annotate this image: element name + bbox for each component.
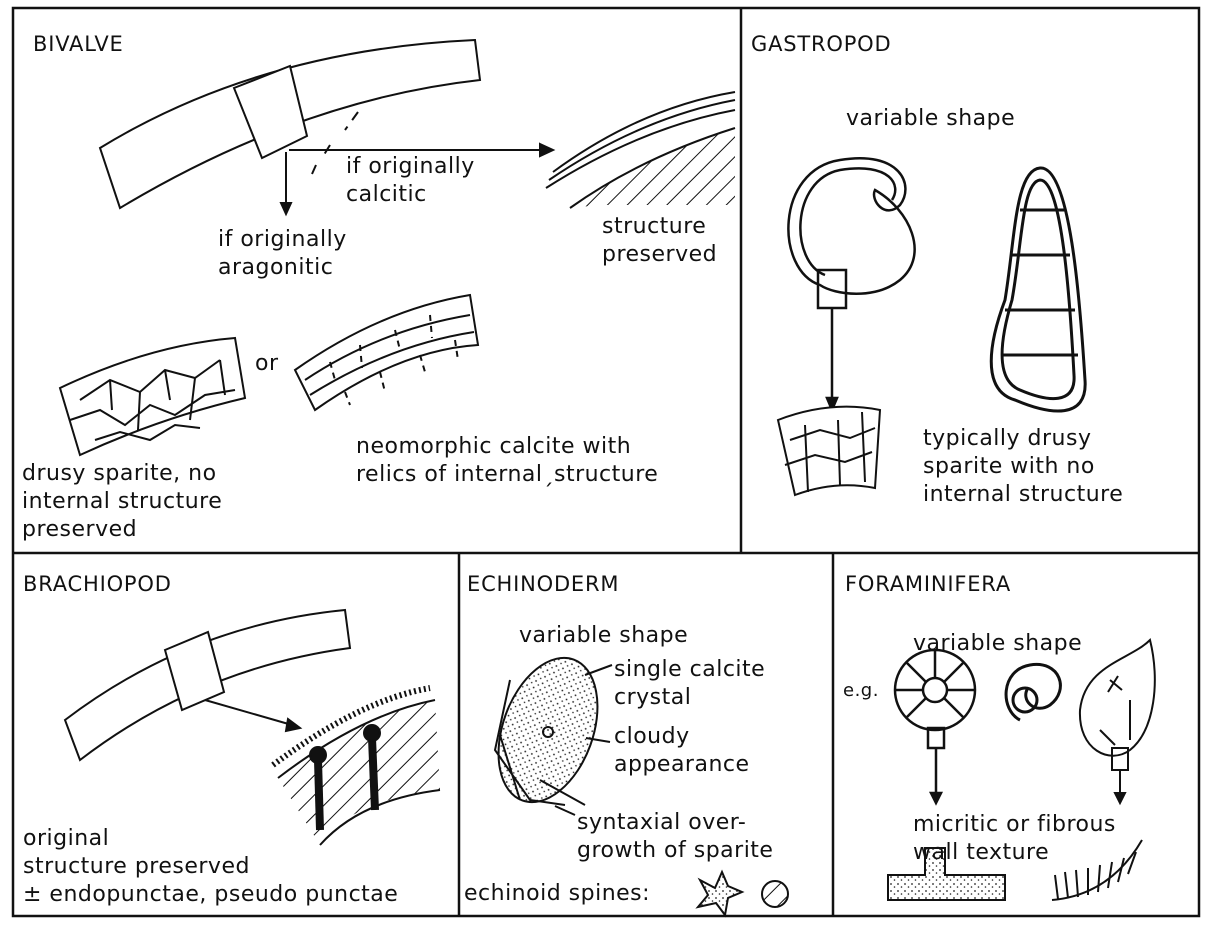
echinoid-spines-label: echinoid spines:	[464, 880, 650, 908]
brachiopod-note-line-1: original	[23, 825, 398, 853]
eg-label: e.g.	[843, 677, 879, 705]
crystal-line-2: crystal	[614, 684, 765, 712]
calcitic-line-2: calcitic	[346, 181, 475, 209]
or-label: or	[255, 350, 279, 378]
aragonitic-label: if originally aragonitic	[218, 226, 347, 282]
brachiopod-note-line-3: ± endopunctae, pseudo punctae	[23, 881, 398, 909]
overgrowth-label: syntaxial over- growth of sparite	[577, 809, 773, 865]
calcitic-label: if originally calcitic	[346, 153, 475, 209]
drusy-line-3: preserved	[22, 516, 222, 544]
brachiopod-note-line-2: structure preserved	[23, 853, 398, 881]
brachiopod-panel: BRACHIOPOD original structure preserved …	[13, 553, 459, 916]
foraminifera-heading: FORAMINIFERA	[845, 570, 1011, 598]
preserved-line-1: structure	[602, 213, 717, 241]
neomorphic-line-2: relics of internalˏstructure	[356, 461, 658, 489]
neomorphic-line-1: neomorphic calcite with	[356, 433, 658, 461]
aragonitic-line-1: if originally	[218, 226, 347, 254]
cloudy-label: cloudy appearance	[614, 723, 750, 779]
wall-line-2: wall texture	[913, 839, 1116, 867]
brachiopod-note: original structure preserved ± endopunct…	[23, 825, 398, 909]
bivalve-heading: BIVALVE	[33, 30, 124, 58]
preserved-line-2: preserved	[602, 241, 717, 269]
gastropod-note-line-3: internal structure	[923, 481, 1123, 509]
neomorphic-label: neomorphic calcite with relics of intern…	[356, 433, 658, 489]
bivalve-panel: BIVALVE if originally calcitic if origin…	[13, 8, 741, 553]
brachiopod-heading: BRACHIOPOD	[23, 570, 172, 598]
gastropod-heading: GASTROPOD	[751, 30, 891, 58]
gastropod-panel: GASTROPOD variable shape typically drusy…	[741, 8, 1199, 553]
single-crystal-label: single calcite crystal	[614, 656, 765, 712]
overgrowth-line-2: growth of sparite	[577, 837, 773, 865]
structure-preserved-label: structure preserved	[602, 213, 717, 269]
wall-texture-label: micritic or fibrous wall texture	[913, 811, 1116, 867]
echinoderm-heading: ECHINODERM	[467, 570, 619, 598]
wall-line-1: micritic or fibrous	[913, 811, 1116, 839]
gastropod-note-line-1: typically drusy	[923, 425, 1123, 453]
crystal-line-1: single calcite	[614, 656, 765, 684]
calcitic-line-1: if originally	[346, 153, 475, 181]
gastropod-note: typically drusy sparite with no internal…	[923, 425, 1123, 509]
gastropod-shape-label: variable shape	[846, 105, 1015, 133]
drusy-line-1: drusy sparite, no	[22, 460, 222, 488]
cloudy-line-2: appearance	[614, 751, 750, 779]
drusy-line-2: internal structure	[22, 488, 222, 516]
foraminifera-panel: FORAMINIFERA variable shape e.g. micriti…	[833, 553, 1199, 916]
aragonitic-line-2: aragonitic	[218, 254, 347, 282]
overgrowth-line-1: syntaxial over-	[577, 809, 773, 837]
cloudy-line-1: cloudy	[614, 723, 750, 751]
foraminifera-shape-label: variable shape	[913, 630, 1082, 658]
echinoderm-panel: ECHINODERM variable shape single calcite…	[459, 553, 833, 916]
drusy-label: drusy sparite, no internal structure pre…	[22, 460, 222, 544]
echinoderm-shape-label: variable shape	[519, 622, 688, 650]
gastropod-note-line-2: sparite with no	[923, 453, 1123, 481]
